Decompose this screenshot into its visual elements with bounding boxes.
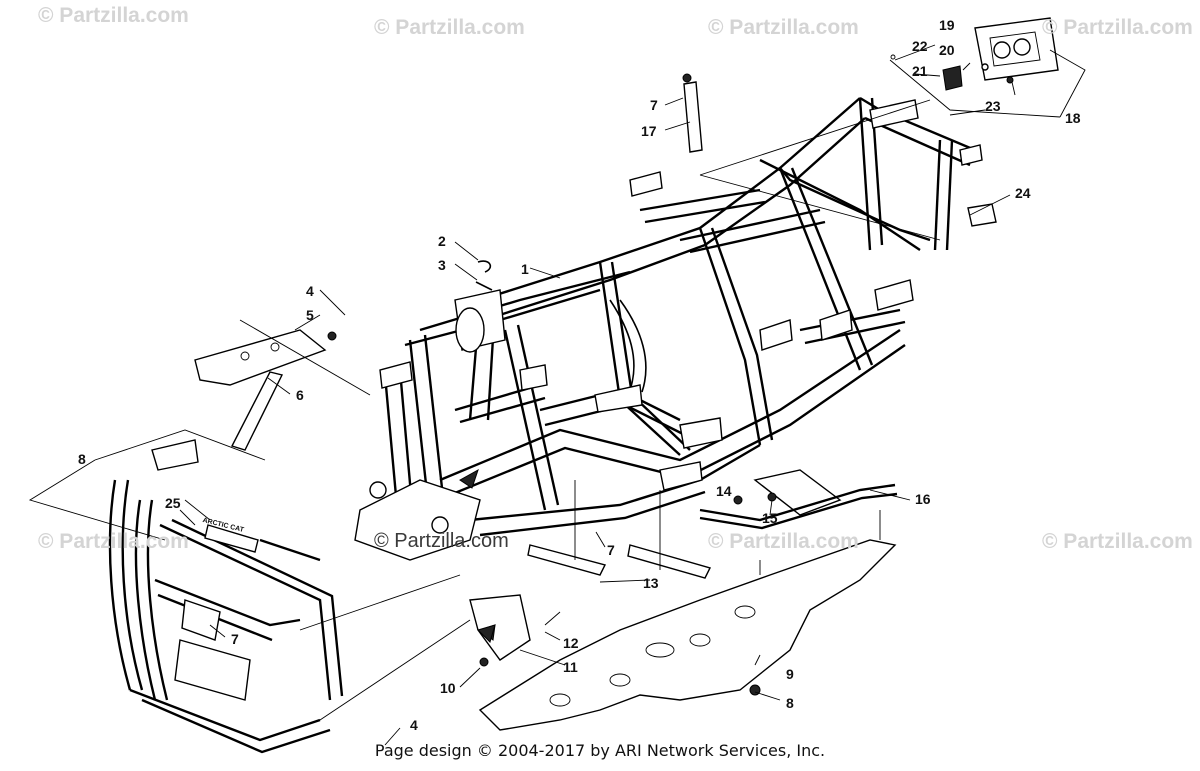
clip-parts	[475, 260, 493, 291]
frame-pads	[527, 544, 712, 579]
callout-1: 1	[521, 261, 529, 277]
leader-lines	[28, 44, 1086, 746]
callout-8: 8	[78, 451, 86, 467]
main-frame	[354, 96, 983, 561]
callout-25: 25	[165, 495, 181, 511]
watermark: © Partzilla.com	[374, 16, 525, 39]
callout-11: 11	[563, 659, 578, 675]
callout-7: 7	[650, 97, 658, 113]
direction-arrow	[459, 468, 479, 489]
watermark-overlay: © Partzilla.com	[374, 530, 509, 552]
rear-receiver	[699, 469, 898, 530]
callout-23: 23	[985, 98, 1001, 114]
callout-5: 5	[306, 307, 314, 323]
direction-arrow-2	[477, 624, 496, 643]
page-footer: Page design © 2004-2017 by ARI Network S…	[374, 741, 826, 760]
callout-9: 9	[786, 666, 794, 682]
callout-15: 15	[762, 510, 778, 526]
callout-22: 22	[912, 38, 928, 54]
watermark: © Partzilla.com	[1042, 530, 1193, 553]
callout-4: 4	[306, 283, 314, 299]
front-bumper	[108, 479, 344, 754]
watermark: © Partzilla.com	[38, 4, 189, 27]
callout-20: 20	[939, 42, 955, 58]
callout-2: 2	[438, 233, 446, 249]
callout-7: 7	[607, 542, 615, 558]
callout-17: 17	[641, 123, 657, 139]
decal-plate	[151, 439, 199, 471]
front-bracket-parts	[194, 329, 337, 451]
watermark: © Partzilla.com	[38, 530, 189, 553]
watermark: © Partzilla.com	[708, 16, 859, 39]
upper-strut	[682, 73, 703, 153]
callout-14: 14	[716, 483, 732, 499]
callout-16: 16	[915, 491, 931, 507]
callout-8: 8	[786, 695, 794, 711]
callout-24: 24	[1015, 185, 1031, 201]
tail-light-assembly	[890, 17, 1059, 91]
watermark: © Partzilla.com	[1042, 16, 1193, 39]
callout-10: 10	[440, 680, 456, 696]
callout-3: 3	[438, 257, 446, 273]
rear-pad	[967, 203, 997, 227]
callout-19: 19	[939, 17, 955, 33]
skid-plate	[478, 539, 897, 731]
callout-21: 21	[912, 63, 928, 79]
callout-4: 4	[410, 717, 418, 733]
callout-7: 7	[231, 631, 239, 647]
callout-12: 12	[563, 635, 579, 651]
callout-6: 6	[296, 387, 304, 403]
callout-13: 13	[643, 575, 659, 591]
callout-18: 18	[1065, 110, 1081, 126]
watermark: © Partzilla.com	[708, 530, 859, 553]
